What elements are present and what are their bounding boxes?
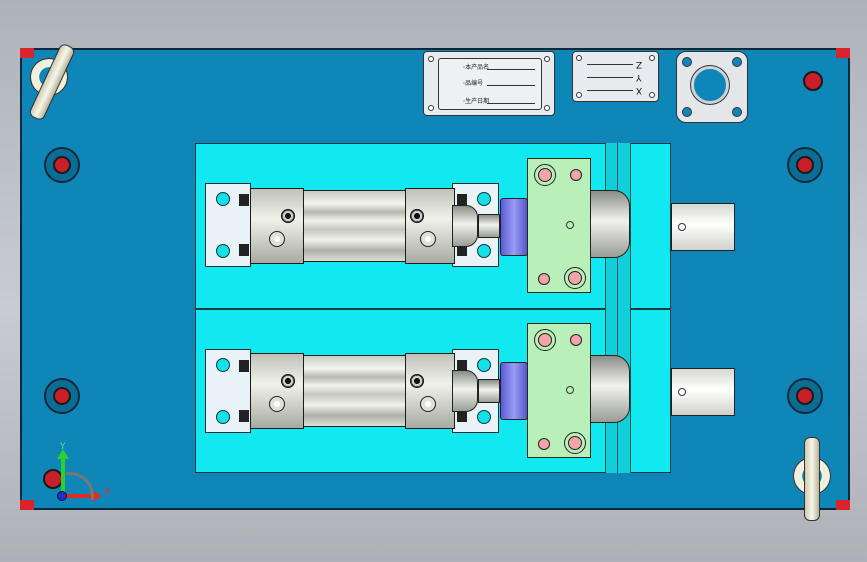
lower-slide-block — [527, 323, 591, 458]
lifting-ring-handle-bottom-right[interactable] — [804, 437, 820, 521]
red-pin-top-right — [803, 71, 823, 91]
locating-bore-bottom-left — [44, 378, 80, 414]
lower-piston-rod — [452, 370, 478, 412]
nameplate: ◦本产品名 ◦品编号 ◦生产日期 — [423, 51, 555, 116]
nameplate-row-3: ◦生产日期 — [463, 99, 490, 105]
corner-marker-tr — [836, 48, 850, 58]
upper-rod-thread — [478, 214, 500, 238]
axis-plate-x: X — [636, 85, 643, 95]
triad-x-label: X — [104, 487, 111, 497]
locating-bore-top-left — [44, 147, 80, 183]
lower-rod-thread — [478, 379, 500, 403]
axis-plate-z: Z — [636, 59, 643, 69]
axis-plate-y: Y — [636, 72, 642, 82]
locating-bore-bottom-right — [787, 378, 823, 414]
upper-piston-rod — [452, 205, 478, 247]
upper-cylinder-front-cap — [405, 188, 455, 264]
lower-cylinder-barrel — [303, 355, 406, 427]
upper-cylinder-rear-cap — [250, 188, 304, 264]
corner-marker-br — [836, 500, 850, 510]
axis-plate: Z Y X — [572, 51, 659, 102]
triad-y-label: Y — [60, 442, 66, 452]
lower-guide-bushing — [590, 355, 630, 423]
upper-slide-block — [527, 158, 591, 293]
air-inlet-flange — [676, 51, 748, 123]
locating-bore-top-right — [787, 147, 823, 183]
lower-cylinder-front-cap — [405, 353, 455, 429]
upper-floating-joint — [500, 198, 528, 256]
lower-cylinder-rear-cap — [250, 353, 304, 429]
corner-marker-bl — [20, 500, 34, 510]
triad-y-axis — [61, 456, 65, 494]
corner-marker-tl — [20, 48, 34, 58]
nameplate-row-2: ◦品编号 — [463, 81, 484, 87]
lower-rear-mount — [205, 349, 251, 433]
lower-floating-joint — [500, 362, 528, 420]
upper-guide-bushing — [590, 190, 630, 258]
nameplate-row-1: ◦本产品名 — [463, 65, 490, 71]
upper-rear-mount — [205, 183, 251, 267]
red-pin-bottom-left — [43, 469, 63, 489]
upper-cylinder-barrel — [303, 190, 406, 262]
upper-sensor[interactable] — [671, 203, 735, 251]
triad-x-arrow-icon — [92, 490, 102, 502]
lower-sensor[interactable] — [671, 368, 735, 416]
triad-y-arrow-icon — [57, 449, 69, 459]
guide-channel-line — [617, 143, 618, 473]
